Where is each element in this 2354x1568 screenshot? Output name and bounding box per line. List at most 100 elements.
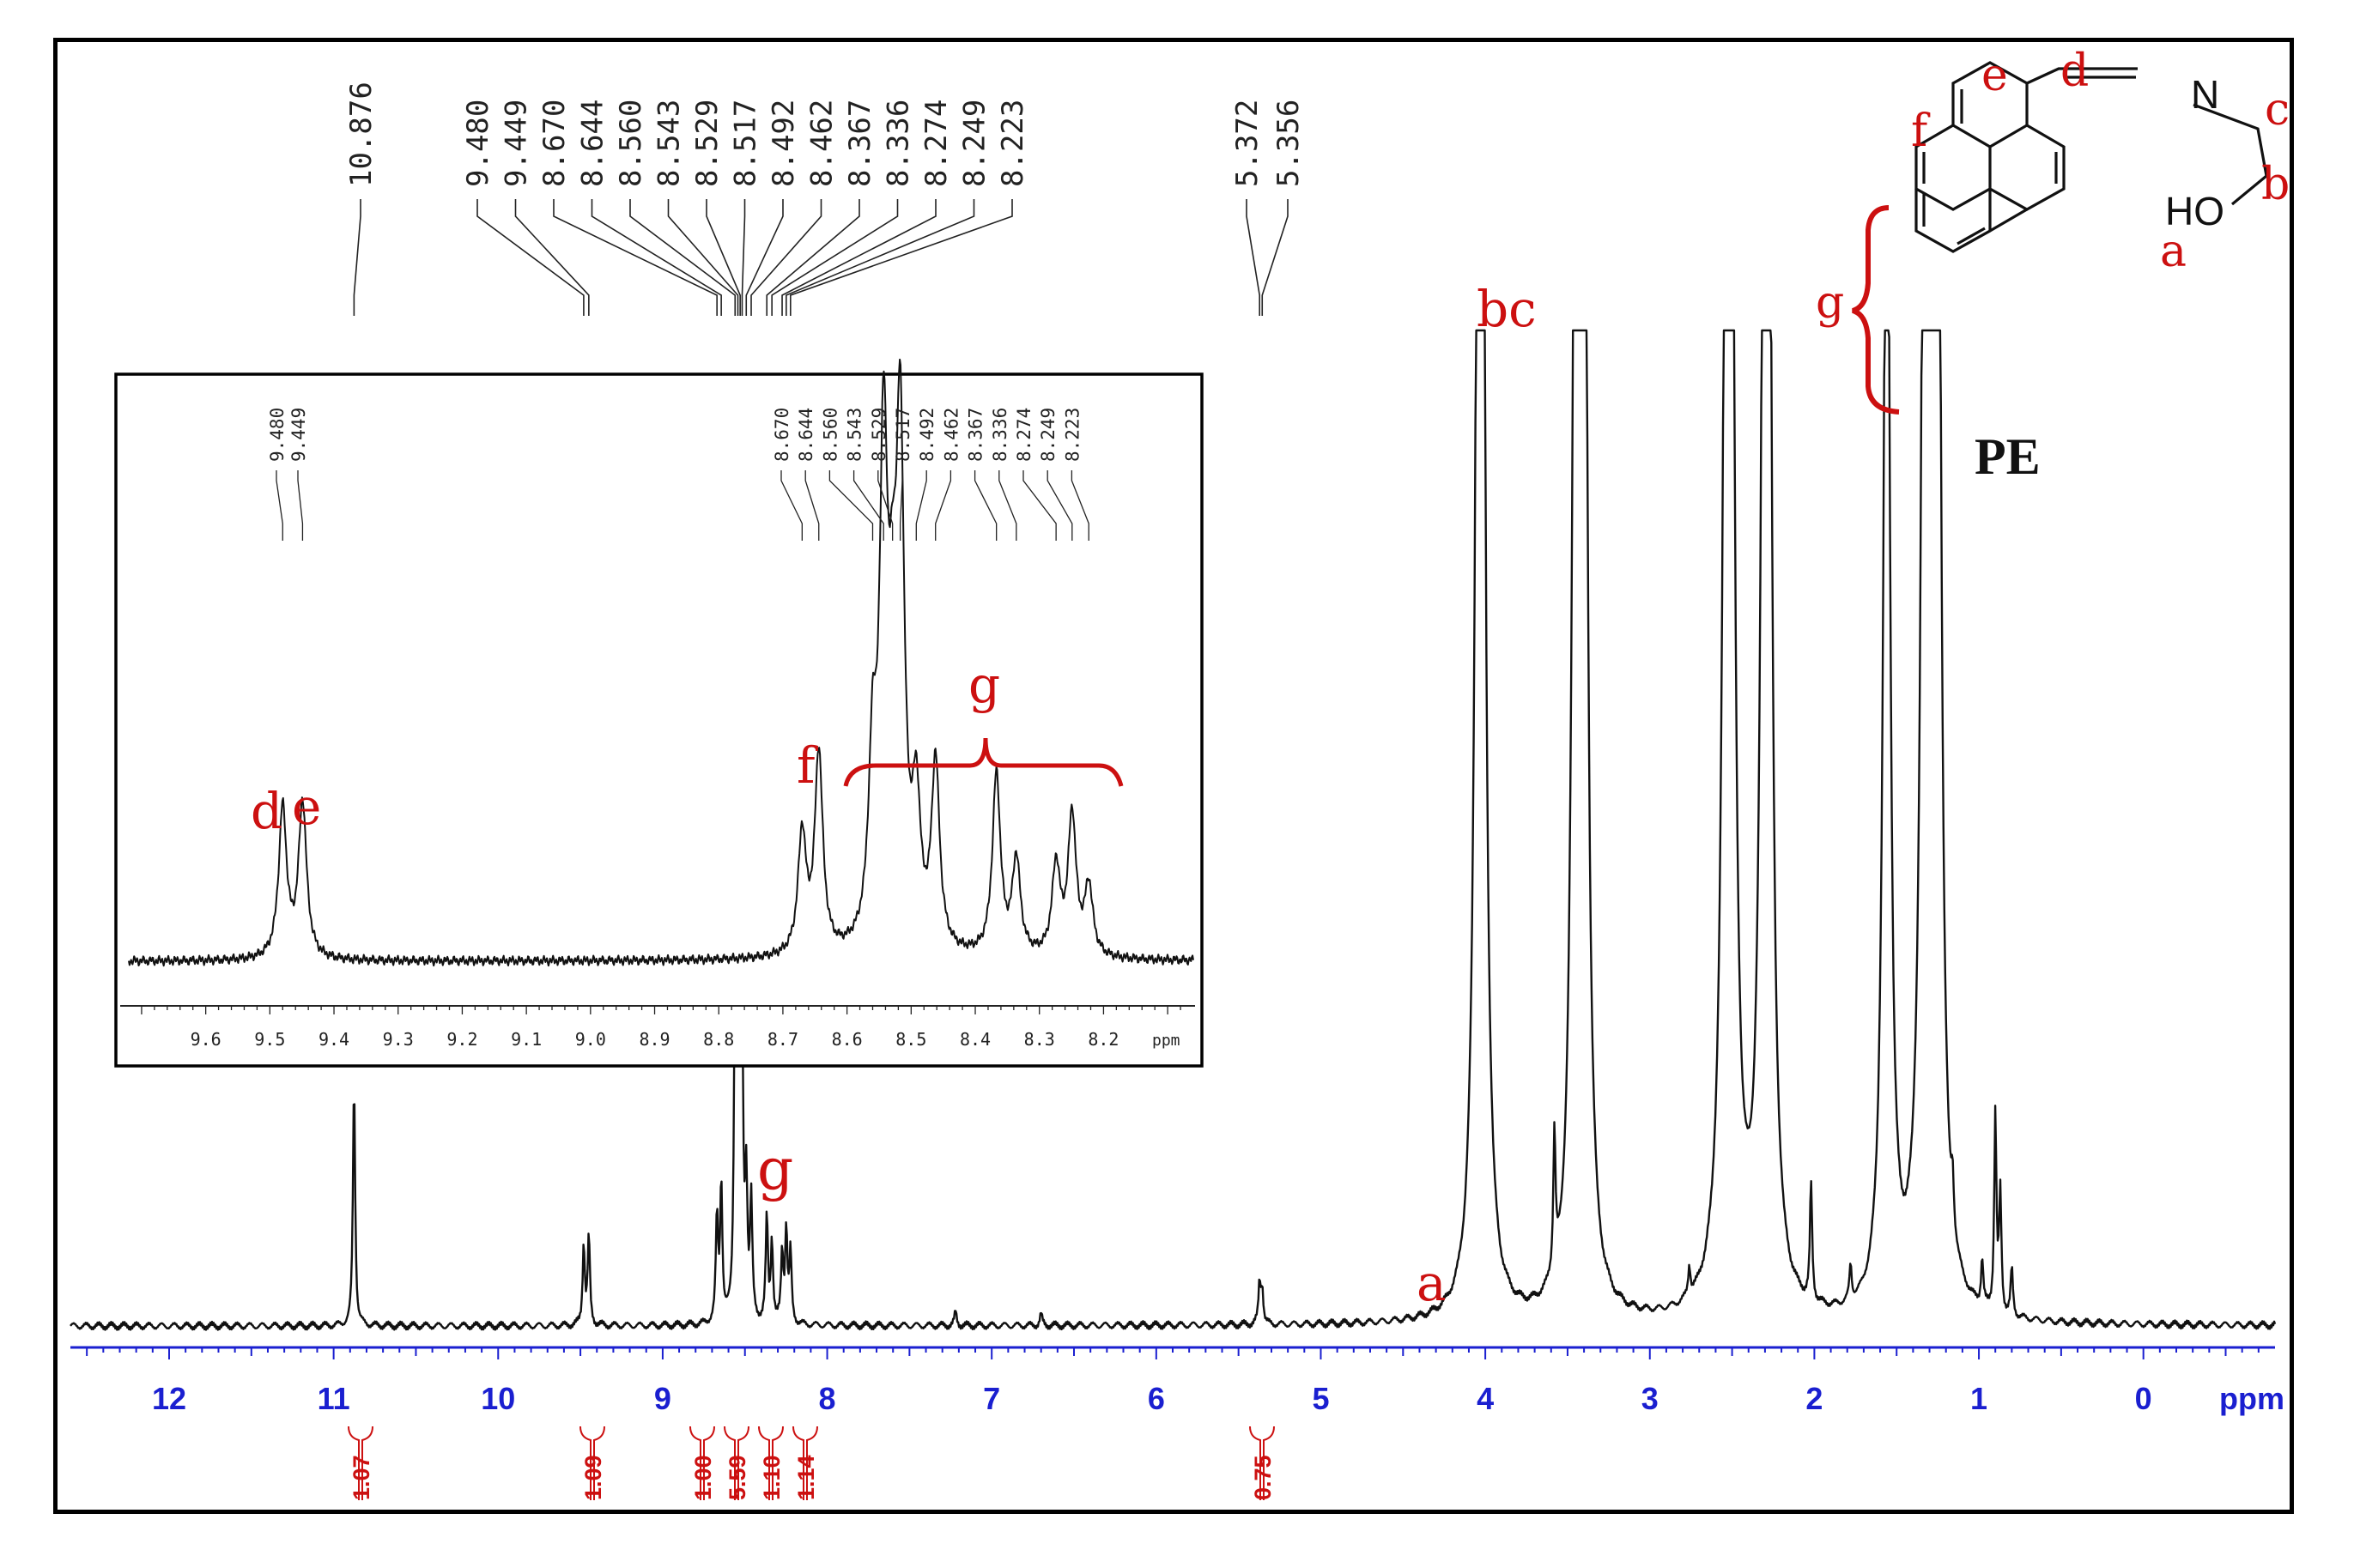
x-tick-label: 12 <box>152 1381 186 1416</box>
peak-label: 8.644 <box>576 100 610 187</box>
inset-x-tick-label: 9.2 <box>446 1029 477 1050</box>
x-tick-label: 1 <box>1970 1381 1987 1416</box>
x-axis <box>70 1346 2275 1359</box>
peak-label-leader <box>553 199 718 316</box>
peak-assignments: g a bc <box>757 280 1537 1312</box>
inset-x-tick-label: 8.9 <box>639 1029 670 1050</box>
inset-peak-label-leader <box>780 470 803 541</box>
inset-x-unit-label: ppm <box>1152 1032 1180 1050</box>
peak-label: 8.517 <box>729 100 763 187</box>
peak-label-leader <box>667 199 739 316</box>
integral-bracket <box>724 1426 749 1500</box>
inset-peak-label: 9.449 <box>288 408 309 462</box>
peak-label-leader <box>706 199 741 316</box>
inset-x-tick-label: 9.3 <box>383 1029 414 1050</box>
integral-bracket <box>348 1426 373 1500</box>
inset-peak-label: 8.492 <box>917 408 937 462</box>
inset-peak-label-leader <box>1071 470 1089 541</box>
inset-peak-label-leader <box>852 470 884 541</box>
inset-peak-label: 8.560 <box>820 408 840 462</box>
peak-label: 8.529 <box>690 100 725 187</box>
pos-label-a: a <box>2160 226 2187 277</box>
inset-peak-label-leader <box>974 470 998 541</box>
peak-label-leader <box>1246 199 1260 316</box>
inset-peak-label-leader <box>899 470 903 541</box>
peak-label-leader <box>1261 199 1289 316</box>
assignment-label: a <box>1417 1254 1447 1312</box>
molecule-structure <box>1914 61 2268 253</box>
peak-label: 8.462 <box>805 100 840 187</box>
inset-peak-label: 8.462 <box>941 408 962 462</box>
atom-label-ho: HO <box>2165 189 2224 233</box>
integral-value: 1.10 <box>759 1455 785 1500</box>
inset-peak-label: 8.367 <box>966 408 986 462</box>
inset-x-tick-label: 8.2 <box>1088 1029 1119 1050</box>
ethanol-chain <box>2193 103 2268 206</box>
peak-label-leader <box>786 199 975 316</box>
inset-x-tick-label: 8.3 <box>1024 1029 1055 1050</box>
inset-x-tick-label: 9.1 <box>511 1029 542 1050</box>
inset-peak-label-leader <box>297 470 304 541</box>
x-unit-label: ppm <box>2219 1381 2284 1416</box>
inset-spectrum-trace <box>128 358 1194 967</box>
x-tick-label: 8 <box>819 1381 836 1416</box>
peak-label-leader <box>745 199 784 316</box>
pos-label-d: d <box>2060 45 2089 97</box>
inset-peak-label-leader <box>998 470 1017 541</box>
x-tick-label: 11 <box>318 1381 350 1416</box>
assignment-label: bc <box>1477 280 1537 338</box>
inset-peak-label: 8.336 <box>990 408 1010 462</box>
integral-bracket <box>579 1426 605 1500</box>
inset-x-tick-label: 9.6 <box>191 1029 221 1050</box>
spectrum-trace <box>70 329 2277 1331</box>
x-tick-label: 5 <box>1312 1381 1329 1416</box>
inset-x-tick-label: 8.5 <box>895 1029 926 1050</box>
peak-label: 9.449 <box>500 100 534 187</box>
structure-g-brace <box>1852 205 1900 415</box>
inset-peak-label: 8.644 <box>796 408 816 462</box>
integral-value: 1.14 <box>793 1455 819 1500</box>
peak-label: 8.367 <box>843 100 877 187</box>
inset-assignment-label: d <box>251 782 282 840</box>
atom-label-n: N <box>2191 72 2219 117</box>
inset-peak-label: 8.274 <box>1014 408 1034 462</box>
inset-x-tick-label: 9.4 <box>319 1029 349 1050</box>
inset-peak-label: 8.543 <box>845 408 865 462</box>
x-tick-label: 4 <box>1477 1381 1494 1416</box>
inset-x-tick-label: 8.6 <box>832 1029 863 1050</box>
inset-x-tick-label: 9.0 <box>575 1029 606 1050</box>
pyrene-ring-right <box>1988 124 2066 211</box>
peak-label: 5.356 <box>1271 100 1306 187</box>
peak-label-leader <box>781 199 937 316</box>
peak-label-leader <box>629 199 737 316</box>
integrals: 1.07 1.09 1.00 5.59 1.10 1.14 0.75 <box>348 1426 1276 1500</box>
inset-assignment-label: g <box>968 656 1000 714</box>
peak-label: 8.492 <box>767 100 801 187</box>
integral-value: 0.75 <box>1250 1455 1276 1500</box>
integral-bracket <box>758 1426 784 1500</box>
inset-peak-label-leader <box>915 470 927 541</box>
integral-value: 1.07 <box>349 1455 374 1500</box>
inset-peak-label: 8.529 <box>869 408 889 462</box>
peak-label: 9.480 <box>461 100 495 187</box>
peak-label: 8.560 <box>614 100 648 187</box>
imine-chain <box>2026 67 2138 85</box>
inset-peak-label-leader <box>804 470 820 541</box>
integral-bracket <box>689 1426 715 1500</box>
integral-value: 1.00 <box>690 1455 716 1500</box>
pos-label-b: b <box>2261 159 2290 210</box>
integral-value: 5.59 <box>725 1455 750 1500</box>
inset-frame <box>114 372 1204 1068</box>
peak-label: 8.336 <box>882 100 916 187</box>
integral-value: 1.09 <box>580 1455 606 1500</box>
inset-x-tick-label: 8.4 <box>960 1029 991 1050</box>
peak-label-leader <box>353 199 361 316</box>
inset-peak-label-leader <box>828 470 874 541</box>
peak-label: 5.372 <box>1230 100 1265 187</box>
inset-peak-label: 8.670 <box>772 408 792 462</box>
structure-position-labels: a b c d e f g <box>1816 45 2290 329</box>
